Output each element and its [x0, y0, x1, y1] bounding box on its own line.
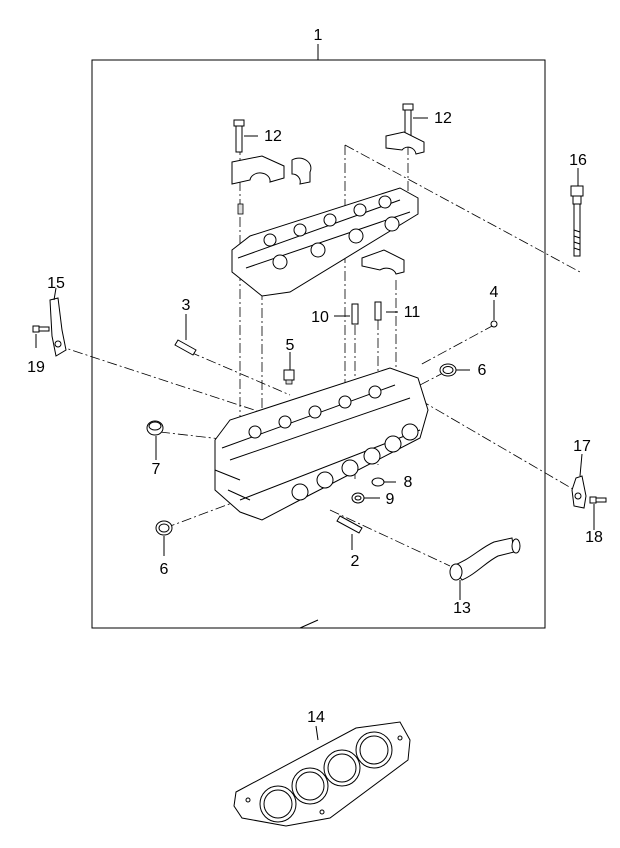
cap-bolt-12-left [233, 119, 245, 153]
stud-3 [174, 339, 197, 356]
bracket-17 [571, 475, 587, 509]
callout-5: 5 [286, 337, 295, 354]
cam-carrier [231, 187, 419, 297]
callout-11: 11 [404, 304, 421, 321]
plug-7 [146, 420, 164, 436]
callout-15: 15 [47, 275, 65, 292]
stud-2 [336, 515, 363, 534]
plug-5 [283, 369, 295, 385]
cap-bolt-12-right [402, 103, 414, 137]
callout-1: 1 [314, 27, 323, 44]
head-gasket-14 [233, 721, 411, 827]
callout-19: 19 [27, 359, 45, 376]
callout-12-left: 12 [264, 128, 282, 145]
callout-8: 8 [404, 474, 413, 491]
washer-9 [351, 492, 365, 504]
callout-16: 16 [569, 152, 587, 169]
callout-6-right: 6 [478, 362, 487, 379]
callout-13: 13 [453, 600, 471, 617]
bolt-18 [589, 496, 607, 504]
ball-4 [490, 320, 498, 328]
callout-10: 10 [311, 309, 329, 326]
bolt-19 [32, 325, 50, 333]
dowel-10 [351, 303, 359, 325]
bearing-caps [231, 131, 425, 275]
callout-4: 4 [490, 284, 499, 301]
callout-17: 17 [573, 438, 591, 455]
callout-7: 7 [152, 461, 161, 478]
callout-14: 14 [307, 709, 325, 726]
cylinder-head [214, 367, 429, 521]
callout-3: 3 [182, 297, 191, 314]
callout-labels: 1 2 3 4 5 6 6 7 8 9 10 11 12 12 13 14 15… [27, 27, 603, 726]
callout-12-right: 12 [434, 110, 452, 127]
assembly-boundary [91, 44, 546, 629]
callout-6-left: 6 [160, 561, 169, 578]
head-bolt-16 [570, 185, 584, 257]
leader-lines [55, 144, 581, 567]
seal-6-left [155, 520, 173, 536]
seal-6-right [439, 363, 457, 377]
callout-18: 18 [585, 529, 603, 546]
hose-13 [449, 537, 521, 581]
dowel-11 [374, 301, 382, 321]
washer-8 [371, 477, 385, 487]
callout-leaders [35, 117, 595, 741]
callout-2: 2 [351, 553, 360, 570]
callout-9: 9 [386, 491, 395, 508]
bracket-15 [49, 297, 67, 357]
